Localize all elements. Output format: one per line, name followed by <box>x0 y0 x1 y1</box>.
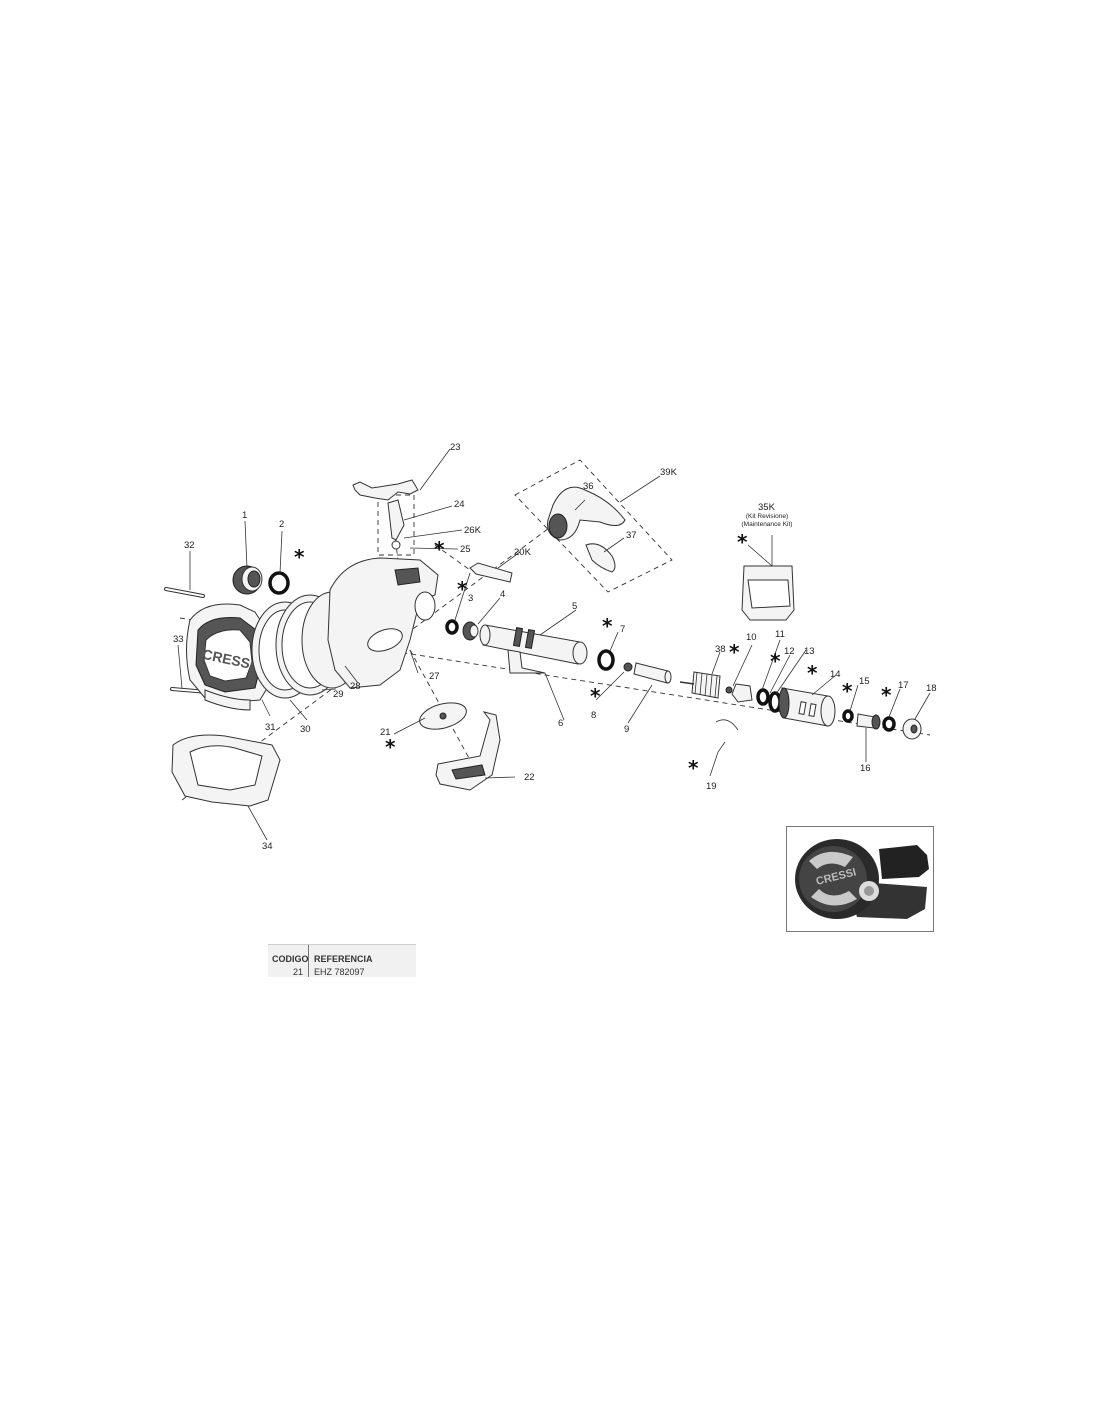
callout-35k: 35K <box>758 502 776 513</box>
part-10-seat <box>725 686 733 694</box>
callout-17: 17 <box>898 680 909 691</box>
callout-6: 6 <box>558 718 563 729</box>
callout-19: 19 <box>706 781 717 792</box>
codigo-header: CODIGO <box>272 954 309 964</box>
part-6-clip <box>507 649 546 674</box>
callout-10: 10 <box>746 632 757 643</box>
star-10: * <box>729 640 740 664</box>
callout-4: 4 <box>500 589 505 600</box>
part-32-rod <box>164 587 205 598</box>
star-17: * <box>881 683 892 707</box>
callout-32: 32 <box>184 540 195 551</box>
part-9-poppet <box>633 662 672 684</box>
callout-26k: 26K <box>464 525 482 536</box>
callout-1: 1 <box>242 510 247 521</box>
star-14: * <box>807 661 818 685</box>
part-31-front-cover: CRESSI <box>186 603 273 711</box>
callout-36: 36 <box>583 481 594 492</box>
callout-37: 37 <box>626 530 637 541</box>
callout-34: 34 <box>262 841 273 852</box>
codigo-column: CODIGO 21 <box>268 945 309 977</box>
callout-29: 29 <box>333 689 344 700</box>
part-15-oring <box>842 709 854 723</box>
part-36-mouthpiece <box>547 486 626 541</box>
callout-15: 15 <box>859 676 870 687</box>
part-27-housing <box>327 557 439 689</box>
callout-24: 24 <box>454 499 465 510</box>
star-25: * <box>434 537 445 561</box>
callout-11: 11 <box>775 629 785 640</box>
callout-14: 14 <box>830 669 841 680</box>
callout-7: 7 <box>620 624 625 635</box>
star-3: * <box>457 577 468 601</box>
part-20k-pin <box>469 562 513 583</box>
leader-lines <box>177 448 931 841</box>
callout-21: 21 <box>380 727 391 738</box>
asterisk-markers: * * * * * * * * * * * * * <box>294 530 892 780</box>
part-35k-maintenance-bag <box>741 565 795 621</box>
callout-25: 25 <box>460 544 471 555</box>
part-3-oring <box>445 619 459 635</box>
part-1-nut <box>232 565 263 595</box>
callout-39k: 39K <box>660 467 678 478</box>
part-11-nut <box>731 683 753 703</box>
callout-27: 27 <box>429 671 440 682</box>
callout-3: 3 <box>468 593 473 604</box>
star-35k: * <box>737 530 748 554</box>
callout-2: 2 <box>279 519 284 530</box>
maintenance-kit-label: (Maintenance Kit) <box>742 521 793 528</box>
callout-9: 9 <box>624 724 629 735</box>
part-7-oring <box>597 649 615 671</box>
star-7: * <box>602 614 613 638</box>
callout-5: 5 <box>572 601 577 612</box>
star-21: * <box>385 735 396 759</box>
part-22-lever <box>435 711 501 791</box>
referencia-value: EHZ 782097 <box>314 967 365 977</box>
star-2: * <box>294 545 305 569</box>
callout-13: 13 <box>804 646 815 657</box>
part-17-oring <box>882 716 896 732</box>
referencia-header: REFERENCIA <box>314 954 373 964</box>
callout-28: 28 <box>350 681 361 692</box>
part-19-clip <box>715 719 739 731</box>
part-24-lever <box>387 499 405 550</box>
callout-18: 18 <box>926 683 937 694</box>
part-18-knob <box>902 718 922 740</box>
reference-table: CODIGO 21 REFERENCIA EHZ 782097 <box>268 944 416 977</box>
star-12: * <box>770 649 781 673</box>
part-37-strap <box>585 543 616 573</box>
part-38-spring <box>679 671 721 699</box>
callout-22: 22 <box>524 772 535 783</box>
part-16-adjuster <box>856 713 881 730</box>
callout-12: 12 <box>784 646 795 657</box>
kit-revision-label: (Kit Revisione) <box>746 513 788 520</box>
callout-31: 31 <box>265 722 276 733</box>
referencia-column: REFERENCIA EHZ 782097 <box>312 945 412 977</box>
part-23-clip <box>352 479 419 501</box>
part-21-diaphragm <box>419 702 467 730</box>
callout-20k: 20K <box>514 547 532 558</box>
part-5-tube <box>479 624 588 665</box>
star-8: * <box>590 684 601 708</box>
part-13-oring <box>768 691 782 713</box>
product-photo: CRESSI <box>786 826 934 932</box>
callout-23: 23 <box>450 442 461 453</box>
star-15: * <box>842 679 853 703</box>
codigo-value: 21 <box>292 967 303 977</box>
callout-8: 8 <box>591 710 596 721</box>
part-14-second-stage-body <box>778 687 836 727</box>
part-8-pin <box>623 662 633 672</box>
part-2-oring <box>268 571 290 595</box>
callout-16: 16 <box>860 763 871 774</box>
callout-33: 33 <box>173 634 184 645</box>
callout-38: 38 <box>715 644 726 655</box>
callout-30: 30 <box>300 724 311 735</box>
star-19: * <box>688 756 699 780</box>
part-34-exhaust-tee <box>171 734 281 807</box>
callout-labels: 1 2 32 33 23 24 26K 25 20K 3 4 5 6 7 8 9… <box>173 442 937 852</box>
part-4-seat <box>462 621 479 641</box>
regulator-photo-illustration: CRESSI <box>795 839 929 919</box>
part-12-oring <box>756 688 770 706</box>
